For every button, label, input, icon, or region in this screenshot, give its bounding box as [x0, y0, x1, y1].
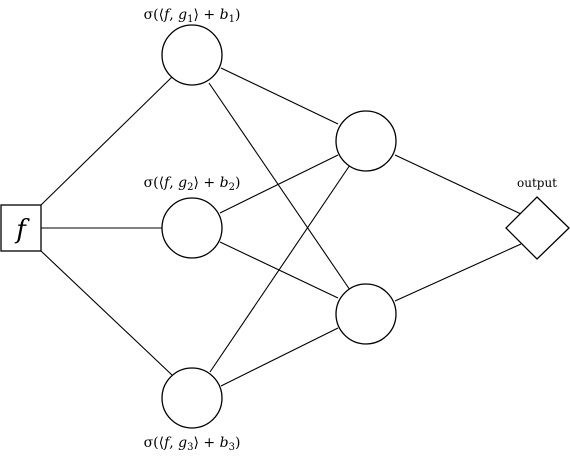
- edge-h1-h2top: [220, 67, 339, 125]
- output-node: [505, 196, 570, 260]
- hidden-node-3: [161, 367, 223, 429]
- edge-h2top-output: [394, 154, 522, 215]
- input-node: f: [0, 204, 42, 252]
- hidden-node-2: [161, 197, 223, 259]
- edge-h2bot-output: [394, 243, 522, 302]
- edge-input-h1: [40, 76, 173, 206]
- edges: [40, 67, 522, 387]
- edge-h2-h2top: [219, 154, 339, 214]
- hidden-node-1-label: σ(⟨f, g1⟩ + b1): [144, 7, 241, 25]
- edge-h3-h2bot: [220, 327, 339, 387]
- hidden-node-2-label: σ(⟨f, g2⟩ + b2): [144, 175, 241, 193]
- output-label: output: [517, 176, 557, 190]
- edge-input-h3: [40, 250, 173, 376]
- edge-h3-h2top: [209, 164, 351, 373]
- edge-h1-h2bot: [208, 82, 351, 291]
- hidden-node-3-label: σ(⟨f, g3⟩ + b3): [144, 435, 241, 453]
- hidden-node-4: [335, 110, 397, 172]
- hidden-node-5: [335, 283, 397, 345]
- hidden-node-1: [161, 24, 223, 86]
